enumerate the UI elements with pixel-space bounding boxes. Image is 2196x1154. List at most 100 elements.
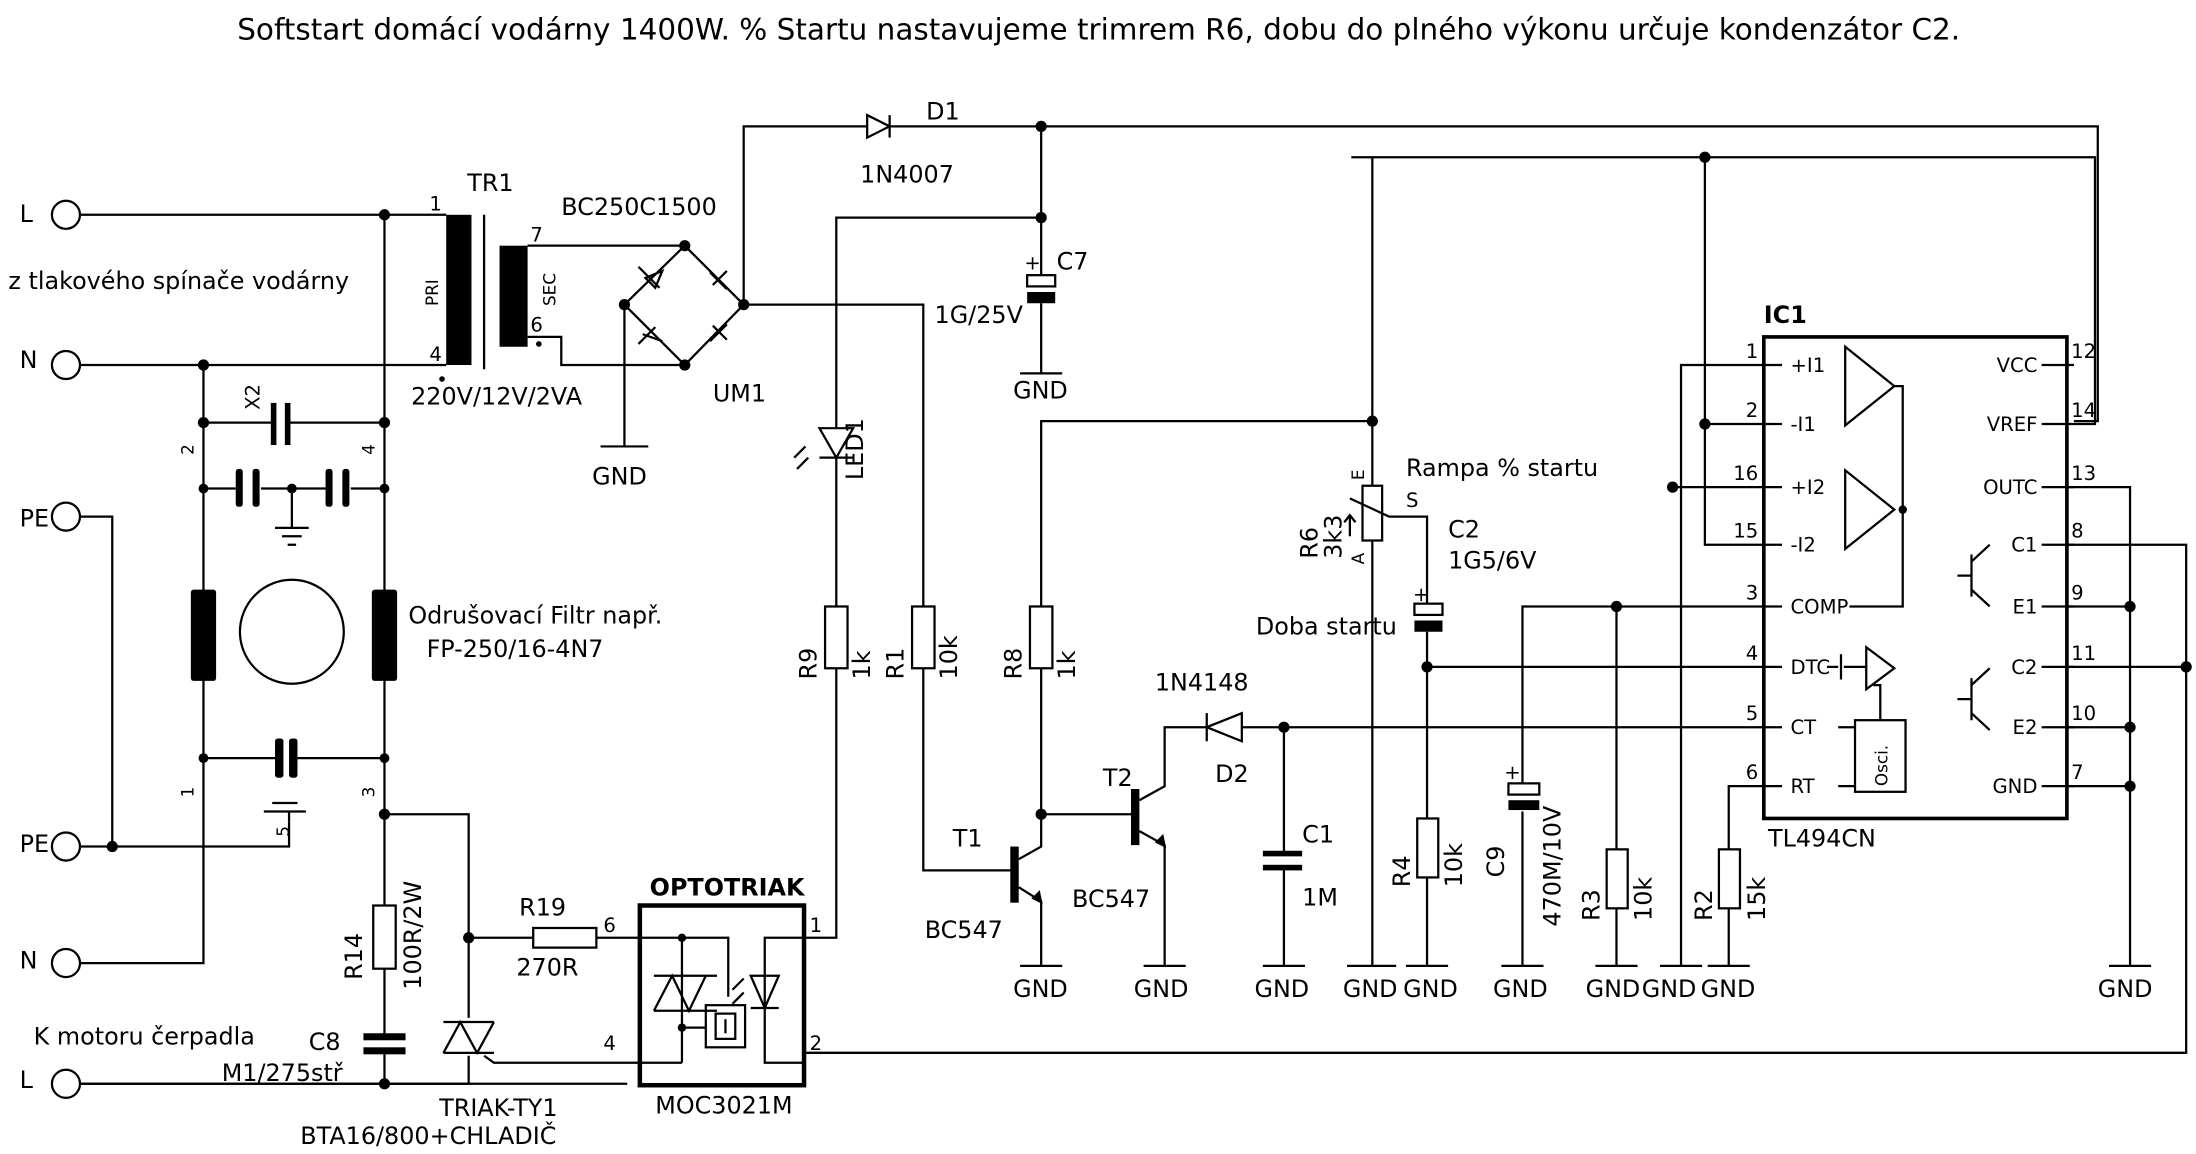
pin-name: -I1 xyxy=(1790,413,1815,436)
svg-text:7: 7 xyxy=(530,223,542,246)
pin-number: 6 xyxy=(1746,761,1758,784)
output-target-note: K motoru čerpadla xyxy=(34,1022,255,1050)
ic1-pin-8: 8C1 xyxy=(2011,520,2083,557)
pin-number: 5 xyxy=(1746,702,1758,725)
pin-number: 16 xyxy=(1733,462,1758,485)
pin-name: C2 xyxy=(2011,656,2037,679)
pin-number: 7 xyxy=(2071,761,2083,784)
bridge-rectifier-um1: BC250C1500 UM1 GND xyxy=(561,193,766,491)
svg-text:270R: 270R xyxy=(516,954,578,982)
trimmer-r6[interactable]: E A S R6 3k3 GND xyxy=(1296,156,2097,1003)
svg-text:LED1: LED1 xyxy=(841,418,869,480)
svg-text:BC547: BC547 xyxy=(1072,885,1150,913)
svg-text:N: N xyxy=(20,346,38,374)
svg-text:GND: GND xyxy=(1586,975,1641,1003)
terminal-pe-2[interactable]: PE xyxy=(20,830,82,862)
terminal-n-bottom[interactable]: N xyxy=(20,947,82,979)
svg-text:OPTOTRIAK: OPTOTRIAK xyxy=(650,874,806,902)
pin-name: CT xyxy=(1790,716,1817,739)
svg-text:TL494CN: TL494CN xyxy=(1767,825,1876,853)
svg-text:4: 4 xyxy=(603,1032,615,1055)
terminal-l-top[interactable]: L xyxy=(20,199,82,230)
pin-name: DTC xyxy=(1790,656,1830,679)
terminal-circle xyxy=(50,831,82,862)
ic1-pin-15: 15-I2 xyxy=(1733,520,1816,557)
svg-text:GND: GND xyxy=(1701,975,1756,1003)
ic1-pin-6: 6RT xyxy=(1746,761,1816,798)
svg-text:1: 1 xyxy=(178,787,198,798)
svg-text:D1: D1 xyxy=(926,97,960,125)
svg-text:IC1: IC1 xyxy=(1764,301,1807,329)
diode-d1: D1 1N4007 xyxy=(742,97,2099,429)
led-led1: LED1 xyxy=(793,418,869,939)
svg-text:D2: D2 xyxy=(1215,760,1249,788)
filter-part-note: FP-250/16-4N7 xyxy=(427,635,604,663)
svg-text:BTA16/800+CHLADIČ: BTA16/800+CHLADIČ xyxy=(300,1122,556,1150)
capacitor-c7: + C7 1G/25V GND xyxy=(935,217,1089,405)
pin-name: GND xyxy=(1992,775,2037,798)
capacitor-c9: + C9 470M/10V GND xyxy=(1482,600,1754,1003)
terminal-pe-1[interactable]: PE xyxy=(20,501,82,533)
svg-text:3: 3 xyxy=(359,787,379,798)
svg-text:C9: C9 xyxy=(1482,846,1510,878)
pin-name: OUTC xyxy=(1983,476,2037,499)
transformer-tr1: TR1 PRI SEC 1 4 7 6 220V/12V/2VA xyxy=(411,169,685,410)
ic1-input-wiring: GND xyxy=(1642,151,1754,1003)
svg-text:+: + xyxy=(1504,761,1520,784)
terminal-circle xyxy=(50,1068,82,1099)
terminal-circle xyxy=(50,349,82,381)
pin-number: 13 xyxy=(2071,462,2096,485)
svg-text:R14: R14 xyxy=(340,933,368,980)
svg-text:GND: GND xyxy=(1403,975,1458,1003)
svg-text:4: 4 xyxy=(429,343,441,366)
diode-d2: 1N4148 D2 xyxy=(1155,669,1754,788)
svg-text:1: 1 xyxy=(810,914,822,937)
svg-text:470M/10V: 470M/10V xyxy=(1538,805,1566,927)
svg-text:1N4148: 1N4148 xyxy=(1155,669,1249,697)
pin-number: 10 xyxy=(2071,702,2096,725)
svg-text:R8: R8 xyxy=(1000,648,1028,680)
svg-text:TRIAK-TY1: TRIAK-TY1 xyxy=(438,1094,557,1122)
ic1-pin-1: 1+I1 xyxy=(1746,340,1825,377)
resistor-r19: R19 270R xyxy=(468,893,640,982)
svg-text:2: 2 xyxy=(178,444,198,455)
svg-text:C7: C7 xyxy=(1057,248,1089,276)
svg-text:1: 1 xyxy=(429,193,441,216)
svg-text:1G/25V: 1G/25V xyxy=(935,301,1024,329)
ic1-pin-2: 2 -I1 xyxy=(1746,399,1816,436)
terminal-n-top[interactable]: N xyxy=(20,346,82,381)
tr1-ref: TR1 xyxy=(466,169,513,197)
svg-text:GND: GND xyxy=(1343,975,1398,1003)
um1-part: BC250C1500 xyxy=(561,193,716,221)
svg-text:GND: GND xyxy=(1493,975,1548,1003)
svg-text:1k: 1k xyxy=(848,650,876,679)
pin-number: 12 xyxy=(2071,340,2096,363)
start-time-note: Doba startu xyxy=(1256,613,1397,641)
pin-number: 2 xyxy=(1746,399,1758,422)
interference-filter: X2 2 4 1 3 5 xyxy=(178,384,398,837)
filter-x2-label: X2 xyxy=(242,384,265,410)
svg-text:N: N xyxy=(20,947,38,975)
ic1-pin-16: 16+I2 xyxy=(1733,462,1825,499)
svg-text:R2: R2 xyxy=(1690,889,1718,921)
svg-text:+: + xyxy=(1024,252,1040,275)
resistor-r2: R2 15k GND xyxy=(1690,785,1771,1003)
pin-name: -I2 xyxy=(1790,534,1815,557)
resistor-r9: R9 1k xyxy=(795,605,876,679)
svg-text:1N4007: 1N4007 xyxy=(860,161,954,189)
terminal-l-bottom[interactable]: L xyxy=(20,1066,82,1099)
svg-text:S: S xyxy=(1406,489,1418,512)
pin-number: 11 xyxy=(2071,642,2096,665)
capacitor-c2: + C2 1G5/6V xyxy=(1413,516,1754,819)
pin-name: COMP xyxy=(1790,595,1848,618)
resistor-r3: R3 10k GND xyxy=(1578,606,1658,1003)
optotriac-moc3021: OPTOTRIAK MOC3021M 6 4 1 2 xyxy=(603,874,822,1120)
